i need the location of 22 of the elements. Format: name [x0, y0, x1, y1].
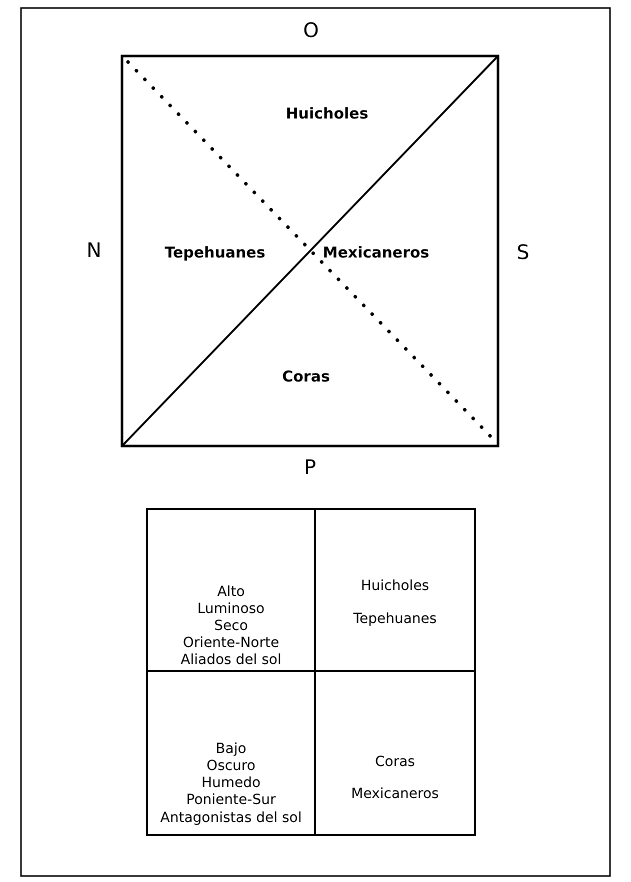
- table-text: Oriente-Norte: [182, 636, 280, 650]
- table-text: Mexicaneros: [351, 787, 439, 801]
- region-label: Coras: [282, 370, 330, 384]
- compass-letter: N: [86, 240, 102, 260]
- region-label: Tepehuanes: [164, 246, 266, 260]
- region-label: Mexicaneros: [322, 246, 430, 260]
- table-text: Antagonistas del sol: [160, 811, 302, 825]
- table-text: Alto: [217, 585, 245, 599]
- region-label: Huicholes: [286, 106, 368, 122]
- table-text: Coras: [375, 755, 415, 769]
- compass-letter: S: [516, 242, 530, 262]
- table-text: Tepehuanes: [353, 612, 437, 626]
- compass-letter: P: [304, 457, 316, 477]
- table-text: Huicholes: [360, 579, 430, 593]
- table-text: Humedo: [201, 776, 261, 790]
- table-text: Poniente-Sur: [186, 793, 276, 807]
- table-text: Seco: [214, 619, 248, 633]
- table-text: Luminoso: [197, 602, 265, 616]
- compass-letter: O: [303, 20, 319, 40]
- table-text: Aliados del sol: [180, 653, 282, 667]
- table-text: Bajo: [216, 742, 246, 756]
- table-text: Oscuro: [206, 759, 256, 773]
